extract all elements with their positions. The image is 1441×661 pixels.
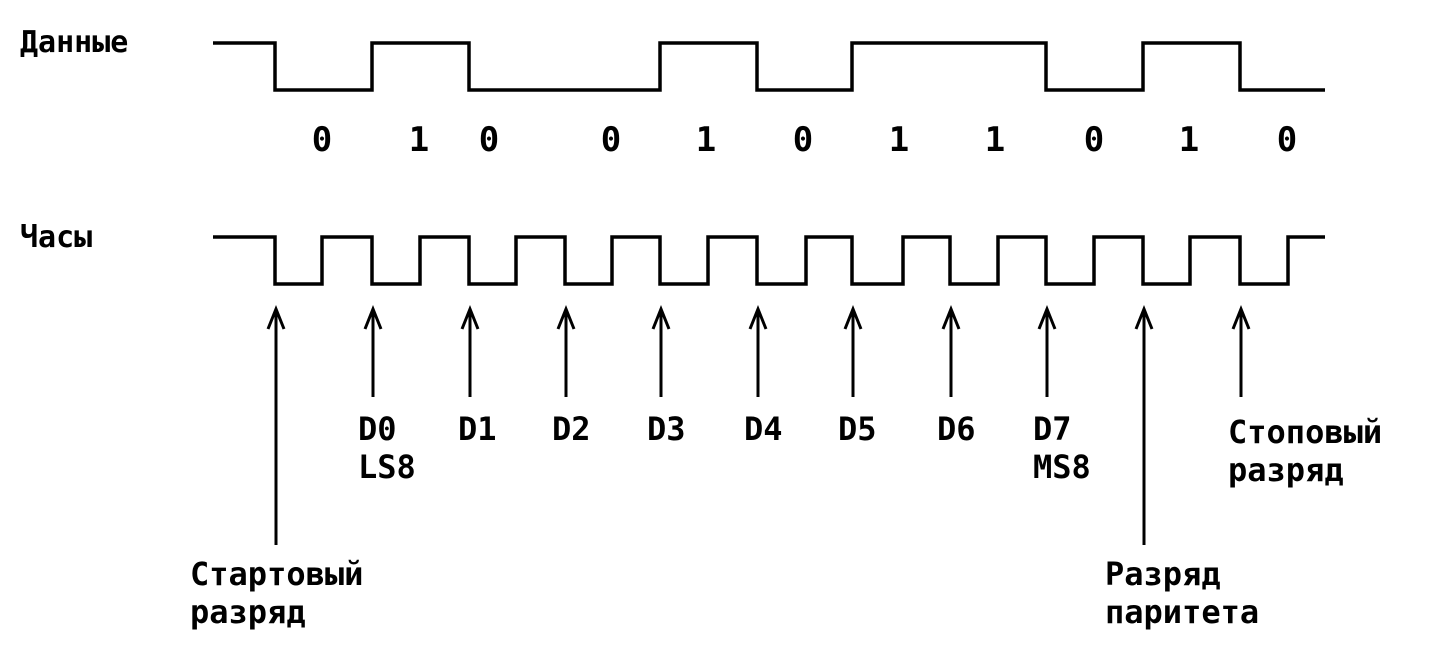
marker-label: Стоповый [1228, 413, 1382, 451]
bit-value: 1 [1179, 120, 1199, 160]
bit-value: 0 [312, 120, 332, 160]
data-waveform [213, 41, 1325, 92]
clock-signal-label: Часы [20, 220, 92, 255]
marker-arrow-head [1231, 304, 1251, 330]
bit-values: 0 1 0 0 1 0 1 1 0 1 0 [312, 120, 1297, 160]
marker-label: LS8 [358, 448, 416, 486]
marker-label: D5 [838, 410, 877, 448]
marker-label: разряд [190, 593, 306, 631]
marker-label: Стартовый [190, 555, 363, 593]
marker-label: D2 [552, 410, 591, 448]
marker-arrow-head [748, 304, 768, 330]
marker-label: D1 [458, 410, 497, 448]
marker-label: D7 [1033, 410, 1072, 448]
bit-value: 1 [985, 120, 1005, 160]
marker-arrow-head [1134, 304, 1154, 330]
marker-arrow-head [556, 304, 576, 330]
bit-value: 0 [793, 120, 813, 160]
marker-arrow-head [651, 304, 671, 330]
marker-label: D6 [937, 410, 976, 448]
marker-label: MS8 [1033, 448, 1091, 486]
data-signal-label: Данные [20, 25, 128, 60]
marker-arrow-head [266, 304, 286, 330]
clock-waveform [213, 235, 1325, 286]
bit-value: 0 [1277, 120, 1297, 160]
marker-label: паритета [1105, 593, 1259, 631]
bit-value: 1 [409, 120, 429, 160]
bit-value: 1 [889, 120, 909, 160]
bit-value: 0 [479, 120, 499, 160]
marker-label: разряд [1228, 451, 1344, 489]
marker-label: D0 [358, 410, 397, 448]
bit-value: 1 [696, 120, 716, 160]
marker-arrow-head [460, 304, 480, 330]
bit-value: 0 [1084, 120, 1104, 160]
marker-label: D4 [744, 410, 783, 448]
marker-arrow-head [843, 304, 863, 330]
marker-label: Разряд [1105, 555, 1221, 593]
marker-arrow-head [1037, 304, 1057, 330]
marker-arrow-head [363, 304, 383, 330]
marker-label: D3 [647, 410, 686, 448]
bit-value: 0 [601, 120, 621, 160]
marker-arrow-head [941, 304, 961, 330]
